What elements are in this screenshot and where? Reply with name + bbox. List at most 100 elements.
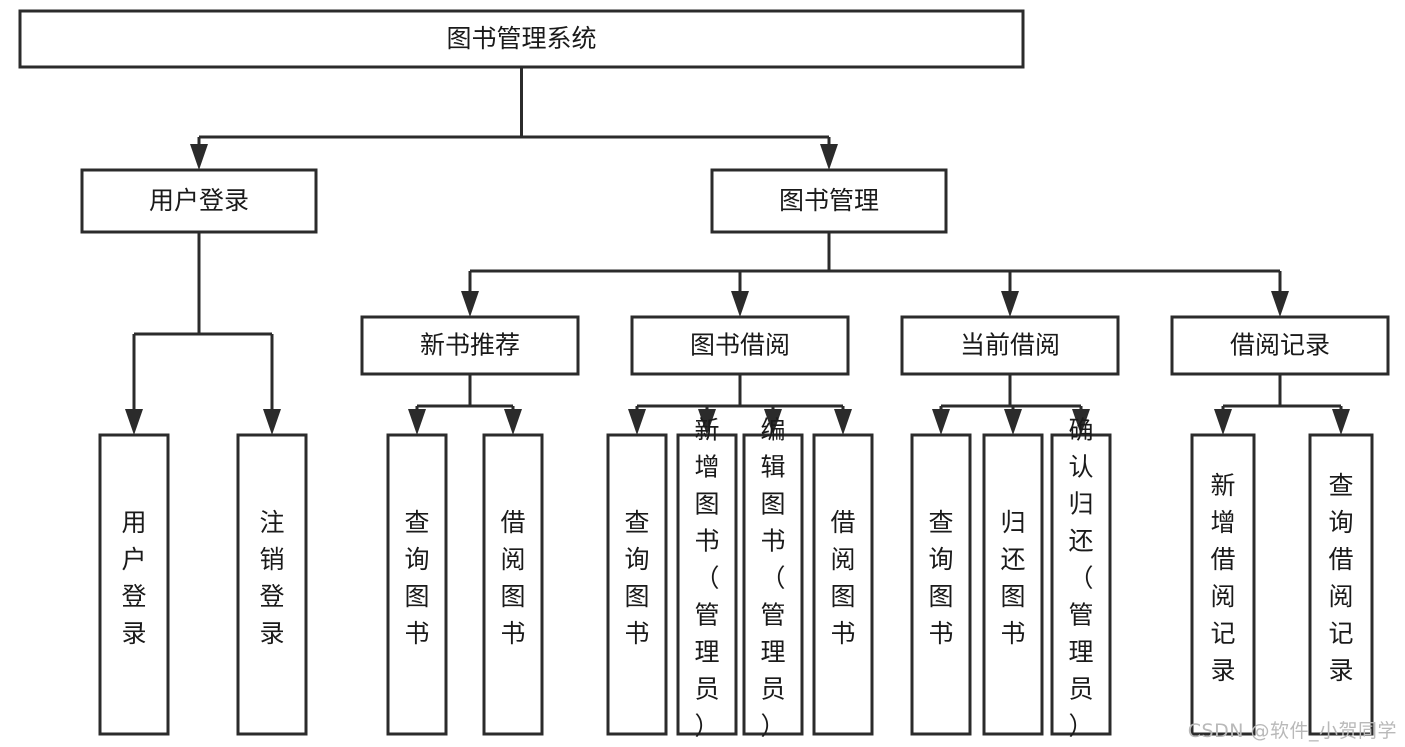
node-leaf-return-book[interactable]: 归还图书 bbox=[982, 433, 1044, 736]
node-label-glyph: 图 bbox=[760, 490, 785, 519]
node-label: 图书管理系统 bbox=[446, 24, 596, 53]
arrow-head-icon bbox=[504, 409, 522, 435]
node-label-glyph: 借 bbox=[500, 508, 525, 537]
node-box[interactable] bbox=[360, 315, 580, 376]
arrow-head-icon bbox=[461, 291, 479, 317]
node-label-glyph: 记 bbox=[1328, 619, 1353, 648]
node-box[interactable] bbox=[1050, 433, 1112, 736]
node-label: 确认归还（管理员） bbox=[1068, 416, 1093, 741]
node-box[interactable] bbox=[482, 433, 544, 736]
node-label-glyph: 询 bbox=[624, 545, 649, 574]
edge-recommend-children bbox=[408, 374, 522, 435]
node-box[interactable] bbox=[1308, 433, 1374, 736]
node-label-glyph: 销 bbox=[259, 545, 284, 574]
arrow-head-icon bbox=[731, 291, 749, 317]
node-label-glyph: 阅 bbox=[1328, 582, 1353, 611]
node-label: 图书管理 bbox=[779, 186, 879, 215]
node-book-manage[interactable]: 图书管理 bbox=[710, 168, 948, 234]
node-box[interactable] bbox=[630, 315, 850, 376]
node-box[interactable] bbox=[900, 315, 1120, 376]
node-label: 编辑图书（管理员） bbox=[760, 416, 785, 741]
node-box[interactable] bbox=[1170, 315, 1390, 376]
node-label-glyph: 新 bbox=[1210, 471, 1235, 500]
arrow-head-icon bbox=[408, 409, 426, 435]
node-leaf-confirm-return[interactable]: 确认归还（管理员） bbox=[1050, 416, 1112, 741]
node-label-glyph: 增 bbox=[1210, 508, 1235, 537]
node-label-glyph: 图 bbox=[830, 582, 855, 611]
node-label: 注销登录 bbox=[259, 508, 284, 648]
node-label-glyph: 理 bbox=[1068, 638, 1093, 667]
node-label-glyph: 员 bbox=[1068, 675, 1093, 704]
node-box[interactable] bbox=[812, 433, 874, 736]
node-label-glyph: 管 bbox=[760, 601, 785, 630]
node-label-glyph: 录 bbox=[259, 619, 284, 648]
node-leaf-edit-book[interactable]: 编辑图书（管理员） bbox=[742, 416, 804, 741]
node-leaf-user-logout[interactable]: 注销登录 bbox=[236, 433, 308, 736]
node-box[interactable] bbox=[910, 433, 972, 736]
node-layer: 图书管理系统用户登录图书管理新书推荐图书借阅当前借阅借阅记录用户登录注销登录查询… bbox=[18, 9, 1390, 741]
node-label-glyph: 图 bbox=[694, 490, 719, 519]
node-leaf-borrow-book-2[interactable]: 借阅图书 bbox=[812, 433, 874, 736]
node-label-glyph: （ bbox=[1068, 564, 1093, 593]
node-label-glyph: 图 bbox=[500, 582, 525, 611]
node-box[interactable] bbox=[80, 168, 318, 234]
node-label-glyph: ） bbox=[694, 712, 719, 741]
node-borrow-record[interactable]: 借阅记录 bbox=[1170, 315, 1390, 376]
node-label-glyph: 图 bbox=[404, 582, 429, 611]
node-label-glyph: 阅 bbox=[500, 545, 525, 574]
node-label-glyph: 书 bbox=[830, 619, 855, 648]
node-label-glyph: 查 bbox=[404, 508, 429, 537]
node-leaf-query-book-2[interactable]: 查询图书 bbox=[606, 433, 668, 736]
edge-bookmanage-children bbox=[461, 232, 1289, 317]
node-label-glyph: 员 bbox=[694, 675, 719, 704]
node-leaf-add-record[interactable]: 新增借阅记录 bbox=[1190, 433, 1256, 736]
node-label-glyph: 书 bbox=[404, 619, 429, 648]
arrow-head-icon bbox=[820, 144, 838, 170]
node-label-glyph: 管 bbox=[694, 601, 719, 630]
arrow-head-icon bbox=[1332, 409, 1350, 435]
node-box[interactable] bbox=[606, 433, 668, 736]
arrow-head-icon bbox=[834, 409, 852, 435]
node-label-glyph: 户 bbox=[121, 545, 146, 574]
node-label: 新书推荐 bbox=[420, 331, 520, 360]
node-box[interactable] bbox=[236, 433, 308, 736]
node-label-glyph: 归 bbox=[1068, 490, 1093, 519]
node-label-glyph: （ bbox=[694, 564, 719, 593]
arrow-head-icon bbox=[263, 409, 281, 435]
node-new-book-recommend[interactable]: 新书推荐 bbox=[360, 315, 580, 376]
node-label-glyph: 书 bbox=[928, 619, 953, 648]
node-root[interactable]: 图书管理系统 bbox=[18, 9, 1025, 69]
node-label-glyph: ） bbox=[1068, 712, 1093, 741]
node-leaf-add-book[interactable]: 新增图书（管理员） bbox=[676, 416, 738, 741]
node-current-borrow[interactable]: 当前借阅 bbox=[900, 315, 1120, 376]
node-label-glyph: 理 bbox=[760, 638, 785, 667]
node-leaf-query-record[interactable]: 查询借阅记录 bbox=[1308, 433, 1374, 736]
node-label-glyph: 询 bbox=[1328, 508, 1353, 537]
arrow-head-icon bbox=[1072, 409, 1090, 435]
node-leaf-borrow-book-1[interactable]: 借阅图书 bbox=[482, 433, 544, 736]
node-label-glyph: 阅 bbox=[1210, 582, 1235, 611]
node-box[interactable] bbox=[676, 433, 738, 736]
node-box[interactable] bbox=[386, 433, 448, 736]
node-label-glyph: 增 bbox=[694, 453, 719, 482]
node-label-glyph: 图 bbox=[1000, 582, 1025, 611]
node-leaf-user-login[interactable]: 用户登录 bbox=[98, 433, 170, 736]
node-box[interactable] bbox=[18, 9, 1025, 69]
node-label-glyph: 认 bbox=[1068, 453, 1093, 482]
node-label-glyph: 记 bbox=[1210, 619, 1235, 648]
node-box[interactable] bbox=[98, 433, 170, 736]
edge-root-children bbox=[190, 67, 838, 170]
node-box[interactable] bbox=[710, 168, 948, 234]
node-leaf-query-book-3[interactable]: 查询图书 bbox=[910, 433, 972, 736]
node-box[interactable] bbox=[742, 433, 804, 736]
node-label-glyph: 图 bbox=[928, 582, 953, 611]
node-box[interactable] bbox=[1190, 433, 1256, 736]
node-label-glyph: 还 bbox=[1068, 527, 1093, 556]
node-book-borrow[interactable]: 图书借阅 bbox=[630, 315, 850, 376]
node-label-glyph: 书 bbox=[624, 619, 649, 648]
arrow-head-icon bbox=[1004, 409, 1022, 435]
node-label-glyph: 录 bbox=[1210, 656, 1235, 685]
node-box[interactable] bbox=[982, 433, 1044, 736]
node-leaf-query-book-1[interactable]: 查询图书 bbox=[386, 433, 448, 736]
node-user-login[interactable]: 用户登录 bbox=[80, 168, 318, 234]
